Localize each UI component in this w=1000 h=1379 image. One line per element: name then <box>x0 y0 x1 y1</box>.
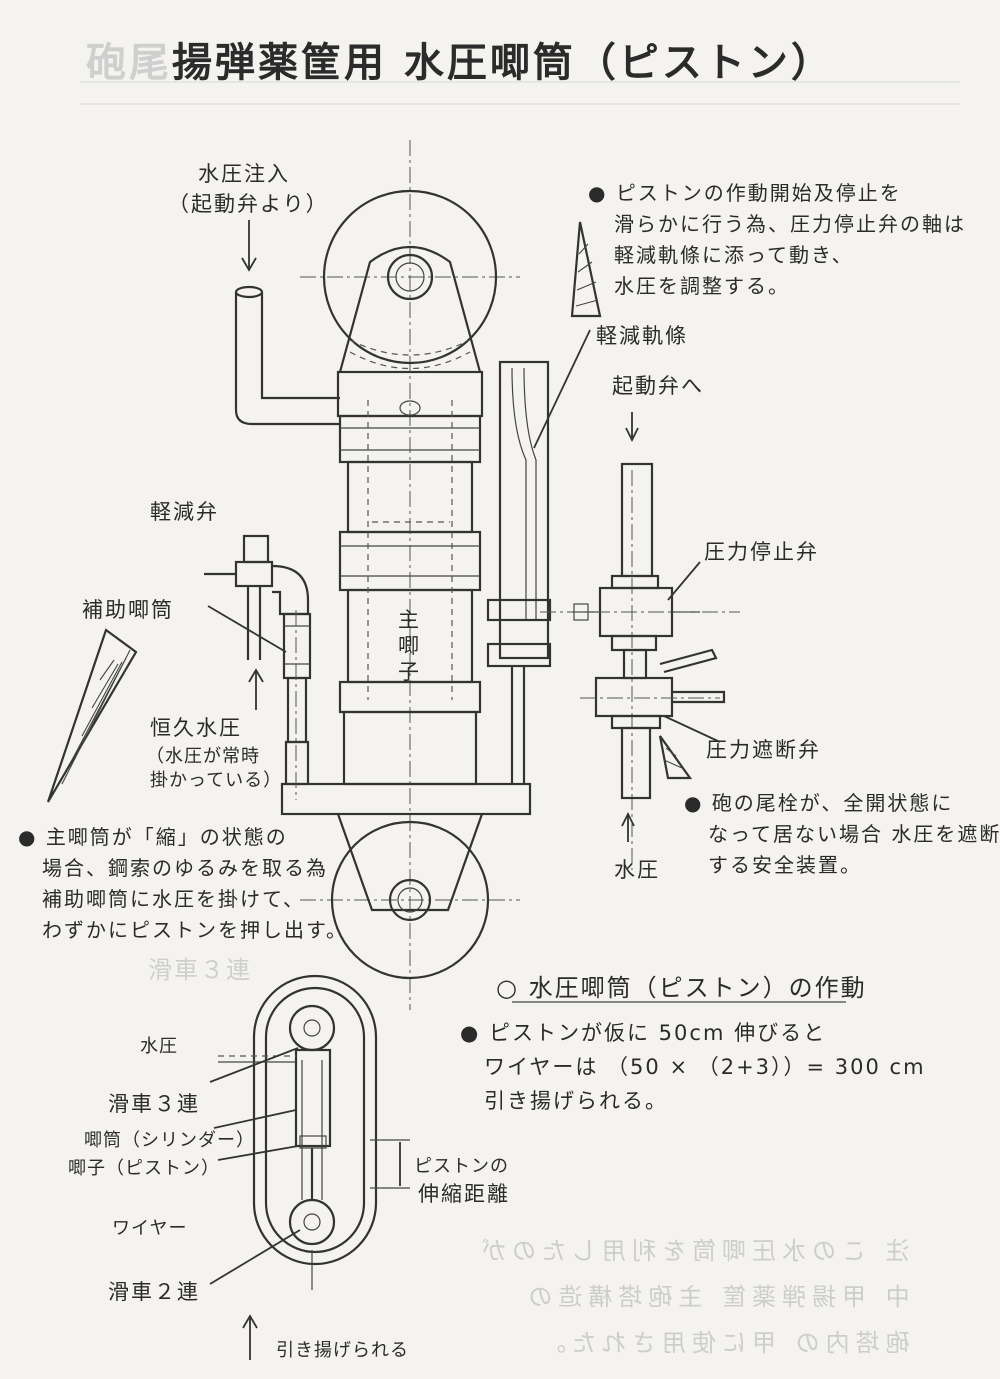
label-pressure-stop-valve: 圧力停止弁 <box>704 540 819 564</box>
hatched-triangle-small <box>658 735 693 780</box>
schematic-water-pressure: 水圧 <box>140 1036 178 1057</box>
note-top-right-line-1: ● ピストンの作動開始及停止を <box>588 181 902 205</box>
mirrored-bleed-text: 注 この水圧唧筒を利用したのが 中 甲揚弾薬筐 主砲塔構造の 砲塔内の 甲に使用… <box>476 1228 910 1366</box>
label-pressure-cutoff-valve: 圧力遮断弁 <box>706 738 821 762</box>
note-left-line-3: 補助唧筒に水圧を掛けて、 <box>42 887 305 911</box>
bleed-line-2: 中 甲揚弾薬筐 主砲塔構造の <box>522 1283 910 1311</box>
heading-bullet: ○ <box>496 974 519 1002</box>
label-constant-pressure-sub2: 掛かっている） <box>150 770 283 791</box>
label-ghost-pulley: 滑車３連 <box>148 956 252 984</box>
operation-heading: ○ 水圧唧筒（ピストン）の作動 <box>496 968 867 1003</box>
hatched-triangle-right <box>570 221 602 318</box>
relief-rail <box>486 329 591 784</box>
bleed-line-3: 砲塔内の 甲に使用された。 <box>536 1329 910 1357</box>
water-inlet-pipe <box>234 220 340 426</box>
note-right-mid-line-1: ● 砲の尾栓が、全開状態に <box>684 791 954 815</box>
schematic-pulley2: 滑車２連 <box>108 1280 200 1304</box>
page-title: 揚弾薬筐用 水圧唧筒（ピストン） <box>172 40 834 86</box>
schematic-cylinder: 唧筒（シリンダー） <box>84 1130 255 1151</box>
note-bullet: ● <box>460 1021 489 1045</box>
label-water-inlet: 水圧注入 <box>198 162 290 186</box>
schematic-piston: 唧子（ピストン） <box>68 1158 220 1179</box>
schematic-diagram <box>209 974 410 1360</box>
label-relief-rail: 軽減軌條 <box>596 324 688 348</box>
note-bullet: ● <box>684 791 712 815</box>
operation-heading-text: 水圧唧筒（ピストン）の作動 <box>528 974 867 1002</box>
schematic-wire: ワイヤー <box>112 1218 188 1239</box>
note-bullet: ● <box>18 825 46 849</box>
note-left-line-2: 場合、鋼索のゆるみを取る為 <box>42 856 328 880</box>
label-constant-pressure: 恒久水圧 <box>150 716 242 740</box>
label-main-piston-3: 子 <box>398 660 421 684</box>
label-water-pressure: 水圧 <box>614 858 660 882</box>
note-left-line-4: わずかにピストンを押し出す。 <box>42 918 348 942</box>
schematic-lifted: 引き揚げられる <box>276 1340 409 1361</box>
label-main-piston-2: 唧 <box>398 634 421 658</box>
valve-assembly <box>540 412 740 870</box>
operation-line-3: 引き揚げられる。 <box>484 1089 668 1113</box>
note-top-right: ● ピストンの作動開始及停止を 滑らかに行う為、圧力停止弁の軸は 軽減軌條に添っ… <box>588 178 966 302</box>
label-water-inlet-sub: （起動弁より） <box>168 192 329 216</box>
note-right-mid: ● 砲の尾栓が、全開状態に なって居ない場合 水圧を遮断 する安全装置。 <box>684 788 1000 881</box>
label-main-piston-1: 主 <box>398 608 421 632</box>
hatched-triangle-left <box>46 628 138 803</box>
note-bullet: ● <box>588 181 616 205</box>
note-left: ● 主唧筒が「縮」の状態の 場合、鋼索のゆるみを取る為 補助唧筒に水圧を掛けて、… <box>18 822 348 946</box>
label-constant-pressure-sub1: （水圧が常時 <box>146 746 260 767</box>
schematic-stroke-1: ピストンの <box>414 1156 509 1177</box>
note-top-right-line-4: 水圧を調整する。 <box>614 274 790 298</box>
label-aux-cylinder: 補助唧筒 <box>82 598 174 622</box>
note-right-mid-line-3: する安全装置。 <box>708 853 862 877</box>
note-left-line-1: ● 主唧筒が「縮」の状態の <box>18 825 288 849</box>
note-top-right-line-3: 軽減軌條に添って動き、 <box>614 243 854 267</box>
aux-cylinder-assembly <box>204 534 312 800</box>
bleed-line-1: 注 この水圧唧筒を利用したのが <box>476 1237 910 1265</box>
schematic-stroke-2: 伸縮距離 <box>418 1182 510 1206</box>
bottom-pulley <box>330 813 490 980</box>
operation-line-2: ワイヤーは （50 × （2+3））= 300 cm <box>484 1055 926 1079</box>
note-right-mid-line-2: なって居ない場合 水圧を遮断 <box>708 822 1000 846</box>
schematic-pulley3: 滑車３連 <box>108 1092 200 1116</box>
operation-text: ● ピストンが仮に 50cm 伸びると ワイヤーは （50 × （2+3））= … <box>460 1016 926 1118</box>
label-relief-valve: 軽減弁 <box>150 500 219 524</box>
label-to-start-valve: 起動弁へ <box>612 374 704 398</box>
operation-line-1: ● ピストンが仮に 50cm 伸びると <box>460 1021 827 1045</box>
note-top-right-line-2: 滑らかに行う為、圧力停止弁の軸は <box>614 212 966 236</box>
main-cylinder-body <box>280 370 532 816</box>
title-ghost-prefix: 砲尾 <box>86 40 172 86</box>
top-pulley <box>322 189 498 373</box>
